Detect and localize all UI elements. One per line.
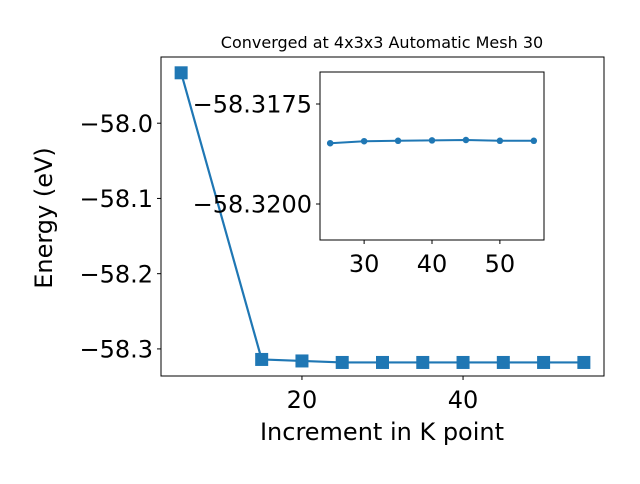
main-axis-ticks: 20 40 −58.0 −58.1 −58.2 −58.3 [79,110,478,414]
main-data-point [577,355,591,369]
main-data-point [174,66,188,80]
main-x-tick-label: 20 [287,386,318,414]
inset-data-point [462,136,470,144]
inset-background [320,72,544,240]
main-series-line [180,72,584,364]
main-data-point [537,355,551,369]
main-data-point [255,352,269,366]
main-data-point [416,355,430,369]
inset-data-point [496,137,504,145]
inset-plot-area [326,136,538,147]
inset-x-tick-label: 50 [485,250,516,278]
inset-data-point [394,137,402,145]
main-data-point [295,354,309,368]
main-x-tick-label: 40 [448,386,479,414]
main-y-axis-label: Energy (eV) [30,147,58,289]
main-x-axis-label: Increment in K point [260,418,504,446]
inset-data-point [530,137,538,145]
main-y-tick-label: −58.2 [79,260,153,288]
main-y-tick-label: −58.0 [79,110,153,138]
inset-axis-ticks: 30 40 50 −58.3200 −58.3175 [193,91,516,278]
main-chart-title: Converged at 4x3x3 Automatic Mesh 30 [221,33,543,52]
inset-axes-frame [319,71,545,241]
inset-data-point [326,139,334,147]
main-data-point [456,355,470,369]
inset-x-tick-label: 40 [417,250,448,278]
inset-y-tick-label: −58.3200 [193,191,312,219]
main-axes-frame [160,56,605,377]
main-plot-area [174,66,591,369]
inset-y-tick-label: −58.3175 [193,91,312,119]
inset-data-point [428,137,436,144]
main-y-tick-label: −58.1 [79,185,153,213]
main-data-point [376,355,389,369]
main-data-point [335,355,349,369]
main-data-point [496,355,510,369]
inset-data-point [360,137,368,145]
inset-x-tick-label: 30 [349,250,380,278]
main-y-tick-label: −58.3 [79,336,153,364]
